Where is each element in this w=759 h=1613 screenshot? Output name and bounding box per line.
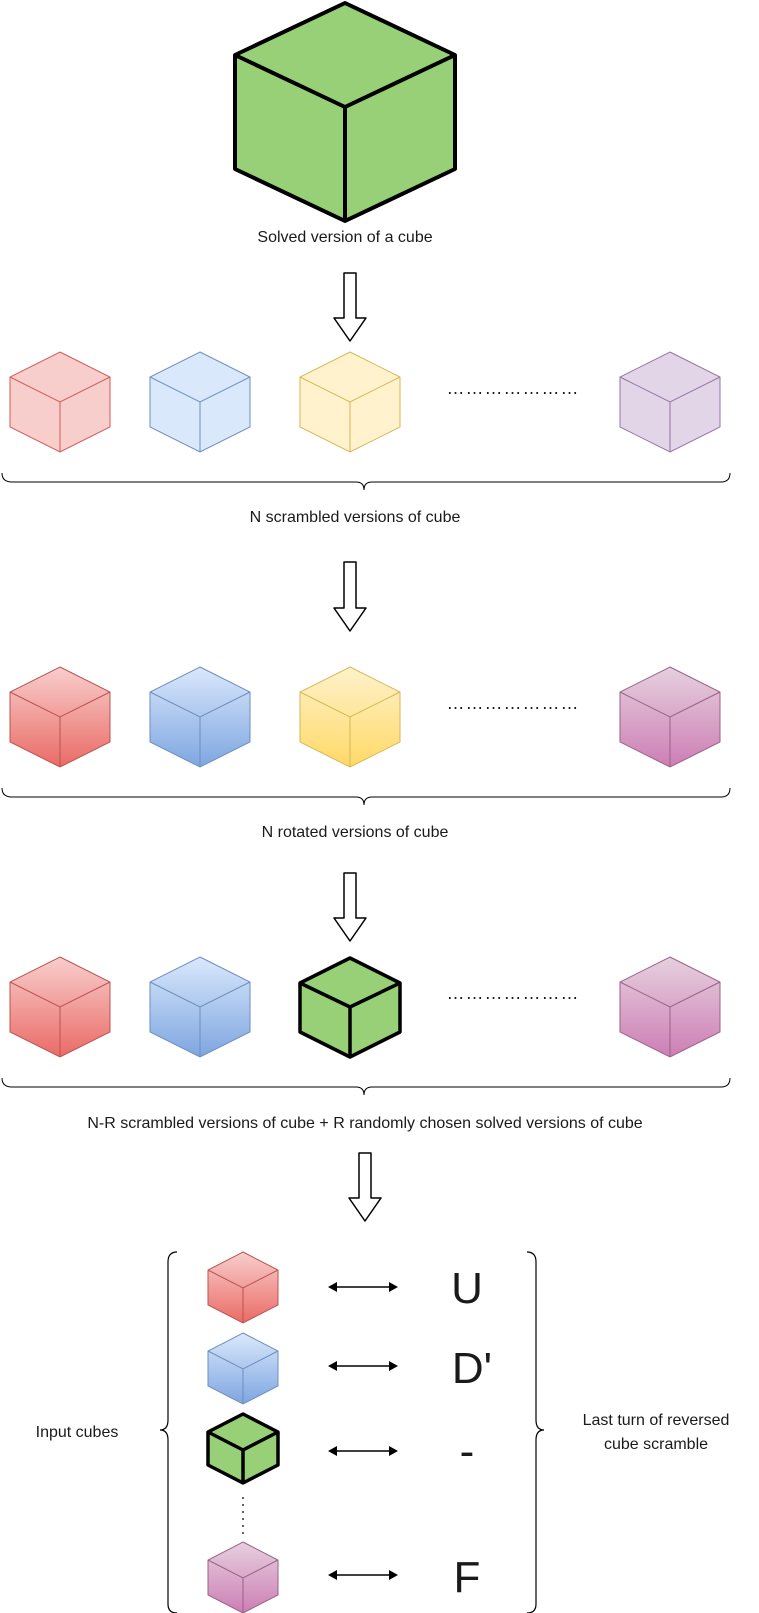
row2-ellipsis: ………………… <box>447 693 580 713</box>
mixed-caption: N-R scrambled versions of cube + R rando… <box>87 1115 642 1132</box>
scrambled-cube-yellow <box>299 351 401 453</box>
row1-ellipsis: ………………… <box>447 378 580 398</box>
solved-cube <box>233 1 457 223</box>
mixed-cube-purple <box>619 956 721 1058</box>
input-cube-blue <box>207 1332 279 1405</box>
down-arrow-3 <box>333 872 367 942</box>
input-cubes-label: Input cubes <box>36 1424 119 1441</box>
mixed-cube-red <box>9 956 111 1058</box>
row3-ellipsis: ………………… <box>447 983 580 1003</box>
output-label-line2: cube scramble <box>604 1436 708 1453</box>
mapping-arrow-3 <box>328 1446 398 1456</box>
rotated-cube-purple <box>619 666 721 768</box>
rotated-cube-yellow <box>299 666 401 768</box>
rotated-cube-red <box>9 666 111 768</box>
row1-brace <box>1 472 731 491</box>
mixed-cube-solved-green <box>298 956 402 1059</box>
scrambled-caption: N scrambled versions of cube <box>250 509 461 526</box>
output-brace <box>526 1251 545 1613</box>
row2-brace <box>1 787 731 806</box>
turn-label-2: D' <box>452 1344 492 1393</box>
input-cube-purple <box>207 1541 279 1613</box>
mixed-cube-blue <box>149 956 251 1058</box>
down-arrow-4 <box>348 1152 382 1222</box>
output-label-line1: Last turn of reversed <box>583 1412 730 1429</box>
mapping-arrow-1 <box>328 1282 398 1292</box>
turn-label-4: F <box>454 1553 481 1602</box>
row3-brace <box>1 1077 731 1096</box>
down-arrow-2 <box>333 561 367 632</box>
input-brace <box>159 1251 178 1613</box>
vertical-ellipsis <box>242 1497 244 1534</box>
solved-caption: Solved version of a cube <box>257 229 432 246</box>
rotated-cube-blue <box>149 666 251 768</box>
scrambled-cube-purple <box>619 351 721 453</box>
mapping-arrow-2 <box>328 1361 398 1371</box>
down-arrow-1 <box>333 272 367 342</box>
rotated-caption: N rotated versions of cube <box>262 824 449 841</box>
scrambled-cube-blue <box>149 351 251 453</box>
scrambled-cube-red <box>9 351 111 453</box>
input-cube-red <box>207 1251 279 1324</box>
input-cube-solved-green <box>206 1412 280 1485</box>
mapping-arrow-4 <box>328 1570 398 1580</box>
turn-label-1: U <box>451 1264 483 1313</box>
turn-label-3: - <box>460 1427 475 1476</box>
